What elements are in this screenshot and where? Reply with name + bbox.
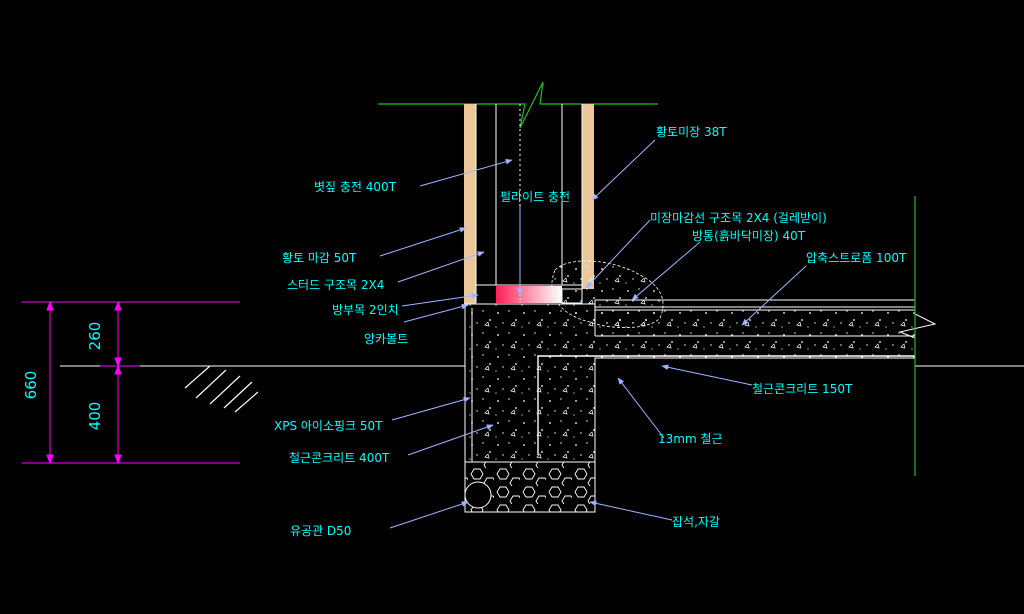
label-perlite: 펄라이트 충전: [500, 190, 570, 204]
break-line: [378, 81, 658, 129]
label-filler: 볏짚 충전 400T: [314, 180, 397, 194]
label-rc-400: 철근콘크리트 400T: [289, 451, 390, 465]
drain-pipe: [464, 481, 492, 509]
leader-lines: [379, 139, 807, 529]
label-rebar: 13mm 철근: [658, 432, 723, 446]
dimension-lines: [22, 300, 240, 465]
dim-lower: 400: [86, 402, 104, 431]
dim-upper: 260: [86, 322, 104, 351]
loess-plaster-layer: [582, 104, 594, 289]
label-xps: XPS 아이소핑크 50T: [274, 419, 383, 433]
label-loess-finish: 황토 마감 50T: [282, 251, 357, 265]
loess-finish-layer: [464, 104, 476, 304]
label-drain-pipe: 유공관 D50: [290, 524, 351, 538]
dim-total: 660: [22, 371, 40, 400]
label-rc-150: 철근콘크리트 150T: [752, 382, 853, 396]
rebar: [537, 355, 915, 455]
label-gravel: 잡석,자갈: [672, 515, 720, 529]
label-anchor-bolt: 앙카볼트: [364, 332, 408, 346]
label-loess-plaster: 황토미장 38T: [656, 125, 727, 139]
sill-plate: [496, 286, 562, 303]
label-preservative-wood: 방부목 2인치: [332, 303, 399, 317]
label-styrofoam: 압축스트로폼 100T: [806, 251, 907, 265]
earth-hatch: [184, 365, 259, 413]
label-stud: 스터드 구조목 2X4: [287, 278, 384, 292]
dimension-texts: 660 260 400: [22, 322, 104, 431]
label-finish-line: 미장마감선 구조목 2X4 (걸레받이): [650, 211, 827, 225]
label-heating: 방통(흙바닥미장) 40T: [692, 229, 806, 243]
